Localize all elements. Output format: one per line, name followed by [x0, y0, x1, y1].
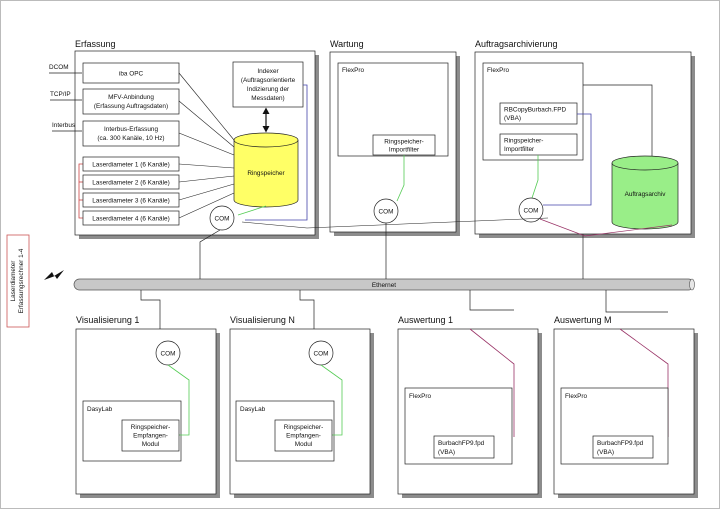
svg-text:(VBA): (VBA): [438, 449, 455, 456]
svg-text:Interbus-Erfassung: Interbus-Erfassung: [104, 126, 158, 133]
svg-text:Messdaten): Messdaten): [251, 95, 284, 102]
svg-text:Indexer: Indexer: [257, 68, 279, 75]
svg-text:Auftragsarchiv: Auftragsarchiv: [625, 191, 667, 198]
svg-text:BurbachFP9.fpd: BurbachFP9.fpd: [438, 440, 485, 447]
com-wartung: COM: [373, 198, 399, 224]
ausw1-purple-link: [469, 328, 515, 437]
source-to-ringspeicher-arrows: [178, 72, 235, 219]
svg-text:Laserdiameter 4 (6 Kanäle): Laserdiameter 4 (6 Kanäle): [92, 216, 169, 223]
svg-text:DasyLab: DasyLab: [87, 406, 113, 413]
auftragsarchiv-cylinder: Auftragsarchiv: [611, 155, 679, 230]
svg-text:Erfassungsrechner 1-4: Erfassungsrechner 1-4: [18, 248, 25, 313]
archiv-purple-link: [539, 218, 673, 237]
vis1-com-module-link: [167, 364, 190, 436]
svg-text:Empfangen-: Empfangen-: [133, 433, 168, 440]
side-label: Laserdiameter Erfassungsrechner 1-4: [6, 234, 30, 328]
iba-opc-box: iba OPC: [82, 62, 180, 84]
visN-com-module-link: [320, 364, 343, 436]
rbcopy-box: RBCopyBurbach.FPD (VBA): [499, 102, 578, 125]
svg-text:FlexPro: FlexPro: [342, 67, 364, 74]
laser-box-2: Laserdiameter 2 (6 Kanäle): [82, 174, 180, 190]
interbus-box: Interbus-Erfassung (ca. 300 Kanäle, 10 H…: [82, 120, 180, 147]
svg-text:FlexPro: FlexPro: [487, 67, 509, 74]
svg-text:(Auftragsorientierte: (Auftragsorientierte: [241, 77, 296, 84]
svg-text:DasyLab: DasyLab: [240, 406, 266, 413]
svg-text:COM: COM: [215, 216, 230, 223]
com-visN: COM: [308, 340, 334, 366]
svg-text:Empfangen-: Empfangen-: [286, 433, 321, 440]
svg-text:(VBA): (VBA): [597, 449, 614, 456]
ringspeicher-com-link: [237, 205, 267, 216]
ethernet-bus: Ethernet: [73, 278, 695, 291]
svg-text:FlexPro: FlexPro: [409, 393, 431, 400]
svg-text:iba OPC: iba OPC: [119, 71, 144, 78]
section-title-auswertung-m: Auswertung M: [554, 315, 612, 325]
section-title-visualisierung-1: Visualisierung 1: [76, 315, 139, 325]
svg-text:(VBA): (VBA): [504, 115, 521, 122]
archiv-filter-com-link: [531, 155, 539, 199]
svg-text:(Erfassung Auftragsdaten): (Erfassung Auftragsdaten): [94, 103, 168, 110]
svg-text:Modul: Modul: [142, 441, 159, 448]
svg-text:Ringspeicher-: Ringspeicher-: [131, 424, 170, 431]
visN-module-box: Ringspeicher- Empfangen- Modul: [274, 419, 333, 452]
section-title-auftragsarchivierung: Auftragsarchivierung: [475, 39, 558, 49]
section-title-erfassung: Erfassung: [75, 39, 116, 49]
svg-text:BurbachFP9.fpd: BurbachFP9.fpd: [597, 440, 644, 447]
section-title-wartung: Wartung: [330, 39, 364, 49]
svg-text:RBCopyBurbach.FPD: RBCopyBurbach.FPD: [504, 107, 567, 114]
lightning-icon: [44, 270, 64, 280]
laser-box-4: Laserdiameter 4 (6 Kanäle): [82, 210, 180, 226]
svg-text:Laserdiameter 3 (6 Kanäle): Laserdiameter 3 (6 Kanäle): [92, 198, 169, 205]
svg-text:Ringspeicher-: Ringspeicher-: [504, 138, 543, 145]
svg-text:COM: COM: [524, 208, 539, 215]
com-vis1: COM: [155, 340, 181, 366]
double-arrow-icon: [262, 107, 270, 133]
archiv-importfilter-box: Ringspeicher- Importfilter: [499, 133, 578, 156]
vis1-module-box: Ringspeicher- Empfangen- Modul: [121, 419, 180, 452]
svg-text:MFV-Anbindung: MFV-Anbindung: [108, 94, 154, 101]
bus-connections-top: [199, 223, 584, 279]
com-com-link: [241, 217, 549, 229]
rbcopy-com-link: [543, 113, 592, 206]
laser-connectors: [78, 163, 83, 219]
svg-text:Ringspeicher-: Ringspeicher-: [284, 424, 323, 431]
svg-text:COM: COM: [314, 351, 329, 358]
svg-text:Indizierung der: Indizierung der: [247, 86, 290, 93]
input-label-tcpip: TCP/IP: [50, 91, 71, 98]
wartung-importfilter-box: Ringspeicher- Importfilter: [372, 134, 436, 156]
auswM-file-box: BurbachFP9.fpd (VBA): [592, 435, 654, 459]
input-label-dcom: DCOM: [49, 64, 69, 71]
input-label-interbus: Interbus: [52, 122, 75, 129]
mfv-box: MFV-Anbindung (Erfassung Auftragsdaten): [82, 88, 180, 115]
section-title-auswertung-1: Auswertung 1: [398, 315, 453, 325]
com-erfassung: COM: [209, 205, 235, 231]
com-archiv: COM: [518, 197, 544, 223]
ringspeicher-cylinder: Ringspeicher: [233, 132, 299, 208]
svg-text:Importfilter: Importfilter: [389, 147, 420, 154]
svg-text:Laserdiameter: Laserdiameter: [10, 260, 17, 302]
svg-text:Ringspeicher-: Ringspeicher-: [384, 139, 423, 146]
svg-text:Ringspeicher: Ringspeicher: [247, 170, 285, 177]
indexer-box: Indexer (Auftragsorientierte Indizierung…: [232, 61, 304, 108]
svg-text:Importfilter: Importfilter: [504, 146, 535, 153]
svg-text:COM: COM: [161, 351, 176, 358]
svg-text:FlexPro: FlexPro: [565, 393, 587, 400]
svg-text:COM: COM: [379, 209, 394, 216]
ausw1-file-box: BurbachFP9.fpd (VBA): [433, 435, 495, 459]
section-title-visualisierung-n: Visualisierung N: [230, 315, 295, 325]
svg-text:Laserdiameter 1 (6 Kanäle): Laserdiameter 1 (6 Kanäle): [92, 162, 169, 169]
flexpro-archiv-link: [583, 84, 653, 158]
laser-box-1: Laserdiameter 1 (6 Kanäle): [82, 156, 180, 172]
laser-box-3: Laserdiameter 3 (6 Kanäle): [82, 192, 180, 208]
wartung-filter-com-link: [396, 155, 405, 202]
svg-text:Laserdiameter 2 (6 Kanäle): Laserdiameter 2 (6 Kanäle): [92, 180, 169, 187]
svg-text:(ca. 300 Kanäle, 10 Hz): (ca. 300 Kanäle, 10 Hz): [97, 135, 164, 142]
svg-text:Modul: Modul: [295, 441, 312, 448]
indexer-com-link: [245, 84, 308, 221]
ethernet-label: Ethernet: [372, 282, 396, 289]
